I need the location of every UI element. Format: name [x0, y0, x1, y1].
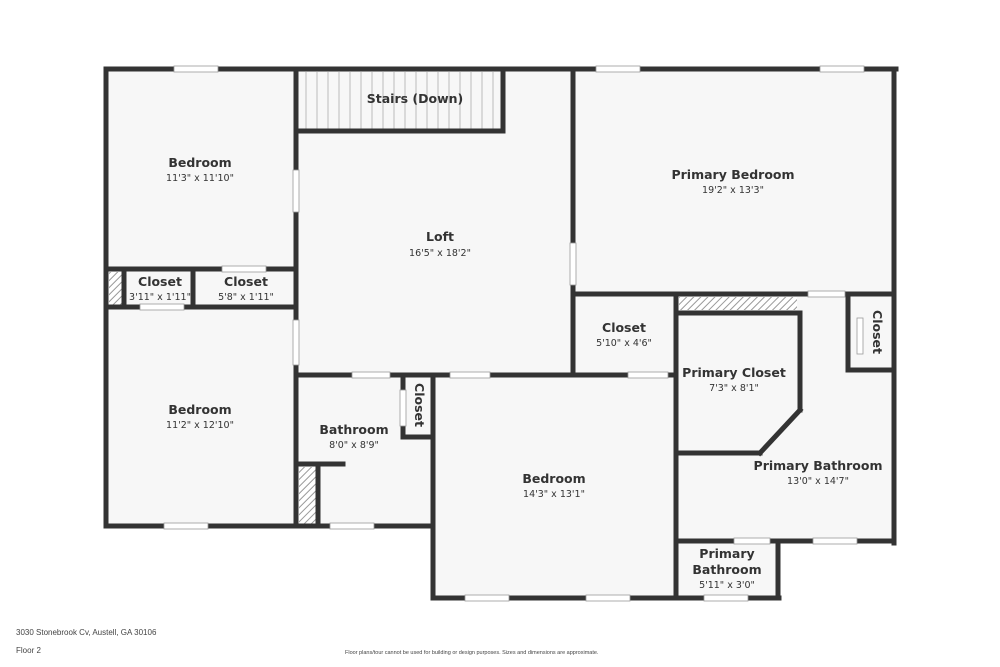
room-primary-closet-dim: 7'3" x 8'1" [709, 383, 759, 394]
opening [399, 389, 407, 427]
room-bedroom-3-dim: 14'3" x 13'1" [523, 489, 585, 500]
floor-label: Floor 2 [16, 646, 41, 655]
room-primary-bedroom-name: Primary Bedroom [671, 167, 794, 182]
opening [585, 594, 631, 602]
room-closet-3-dim: 5'10" x 4'6" [596, 338, 652, 349]
opening [733, 537, 771, 545]
wall [756, 406, 804, 457]
hatched-areas [109, 272, 797, 524]
room-primary-bathroom-2-name2: Bathroom [692, 562, 761, 577]
room-loft-name: Loft [426, 229, 454, 244]
opening [807, 290, 846, 298]
room-primary-bathroom-2-name: Primary [699, 546, 754, 561]
room-stairs-name: Stairs (Down) [367, 91, 464, 106]
room-primary-bathroom-name: Primary Bathroom [754, 458, 883, 473]
opening [292, 319, 300, 366]
room-closet-4-name: Closet [870, 310, 885, 354]
opening [221, 265, 267, 273]
opening [569, 242, 577, 286]
address: 3030 Stonebrook Cv, Austell, GA 30106 [16, 628, 157, 637]
opening [812, 537, 858, 545]
opening [173, 65, 219, 73]
room-closet-1-dim: 3'11" x 1'11" [129, 292, 191, 303]
stairs [305, 72, 494, 129]
opening [329, 522, 375, 530]
disclaimer: Floor plans/tour cannot be used for buil… [345, 650, 599, 656]
room-closet-5-name: Closet [412, 383, 427, 427]
opening [449, 371, 491, 379]
opening [163, 522, 209, 530]
opening [351, 371, 391, 379]
windows-doors [139, 65, 865, 602]
room-closet-3-name: Closet [602, 320, 646, 335]
opening [627, 371, 669, 379]
room-primary-bathroom-2-dim: 5'11" x 3'0" [699, 580, 755, 591]
opening [819, 65, 865, 73]
room-closet-1-name: Closet [138, 274, 182, 289]
room-bathroom-dim: 8'0" x 8'9" [329, 440, 379, 451]
room-primary-bedroom-dim: 19'2" x 13'3" [702, 185, 764, 196]
room-bedroom-3-name: Bedroom [522, 471, 585, 486]
room-bathroom-name: Bathroom [319, 422, 388, 437]
room-primary-closet-name: Primary Closet [682, 365, 786, 380]
room-labels: Bedroom 11'3" x 11'10" Stairs (Down) Lof… [129, 91, 885, 591]
room-primary-bathroom-dim: 13'0" x 14'7" [787, 476, 849, 487]
room-bedroom-2-dim: 11'2" x 12'10" [166, 420, 234, 431]
opening [292, 169, 300, 213]
opening [856, 317, 864, 355]
room-closet-2-name: Closet [224, 274, 268, 289]
room-bedroom-1-name: Bedroom [168, 155, 231, 170]
opening [595, 65, 641, 73]
room-closet-2-dim: 5'8" x 1'11" [218, 292, 274, 303]
opening [464, 594, 510, 602]
room-loft-dim: 16'5" x 18'2" [409, 248, 471, 259]
opening [139, 303, 185, 311]
floor-fill [106, 69, 896, 598]
opening [703, 594, 749, 602]
room-bedroom-2-name: Bedroom [168, 402, 231, 417]
room-bedroom-1-dim: 11'3" x 11'10" [166, 173, 234, 184]
